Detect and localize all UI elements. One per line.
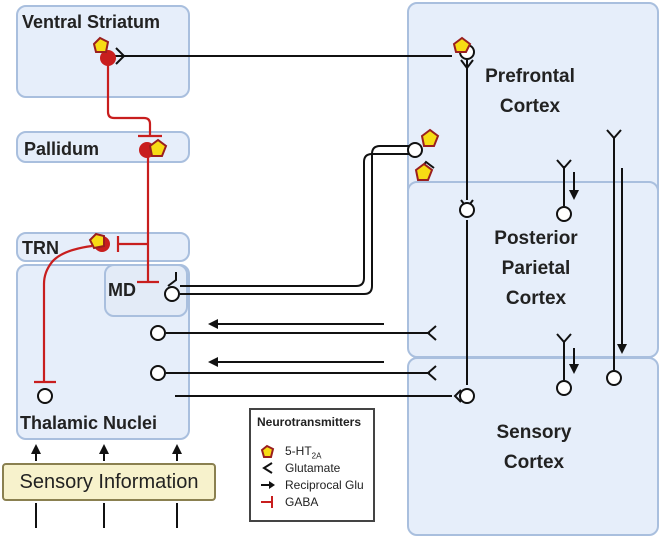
sensory-cortex-region — [407, 357, 659, 536]
legend-glutamate-label: Glutamate — [285, 461, 341, 475]
legend-item-glutamate: Glutamate — [259, 460, 340, 476]
sensory-information-box: Sensory Information — [2, 463, 216, 501]
md-to-prefrontal-path-outer — [180, 145, 410, 295]
parietal-label-line-2: Parietal — [501, 258, 571, 279]
legend-item-gaba: GABA — [259, 494, 318, 510]
striatum-glutamate-terminal — [115, 47, 126, 65]
prefrontal-cortex-label: Prefrontal Cortex — [468, 62, 592, 122]
5ht2a-receptor-icon — [260, 444, 275, 458]
striatum-receptor — [92, 36, 110, 53]
prefrontal-receptor-2 — [420, 128, 440, 147]
prefrontal-cortex-region — [407, 2, 659, 202]
legend-title: Neurotransmitters — [257, 415, 362, 429]
posterior-parietal-cortex-region — [407, 181, 659, 358]
thalamus-soma-3 — [37, 388, 53, 404]
prefrontal-label-line-2: Cortex — [499, 96, 561, 117]
md-label: MD — [108, 280, 136, 300]
legend-item-5ht2a: 5-HT2A — [259, 444, 321, 460]
pallidum-receptor — [148, 138, 168, 157]
parietal-label-line-3: Cortex — [505, 288, 567, 309]
sensory-cortex-label: Sensory Cortex — [472, 418, 596, 478]
striatum-to-pallidum-path — [106, 58, 152, 136]
legend-5ht2a-label: 5-HT2A — [285, 443, 322, 461]
legend-item-reciprocal-glu: Reciprocal Glu — [259, 477, 364, 493]
prefrontal-receptor — [452, 36, 472, 53]
prefrontal-receptor-3 — [414, 162, 434, 181]
gaba-cells — [94, 50, 155, 252]
thalamic-nuclei-label: Thalamic Nuclei — [20, 413, 158, 433]
gaba-terminal-icon — [261, 496, 273, 508]
striatum-gaba-cell — [100, 50, 116, 66]
thalamus-soma-1 — [150, 325, 166, 341]
sensory-label-line-2: Cortex — [503, 452, 565, 473]
prefrontal-parietal-soma — [459, 202, 475, 218]
prefrontal-label-line-1: Prefrontal — [485, 66, 575, 87]
prefrontal-md-soma — [407, 142, 423, 158]
md-soma — [164, 286, 180, 302]
posterior-parietal-cortex-label: Posterior Parietal Cortex — [474, 224, 598, 314]
reciprocal-arrow-icon — [261, 481, 275, 489]
ventral-striatum-label: Ventral Striatum — [22, 12, 161, 32]
legend-gaba-label: GABA — [285, 495, 319, 509]
trn-label: TRN — [22, 238, 59, 258]
sensory-label-line-1: Sensory — [496, 422, 572, 443]
trn-to-thalamus-path — [42, 244, 93, 382]
md-glutamate-terminal — [167, 272, 177, 287]
parietal-soma — [556, 206, 572, 222]
md-to-prefrontal-path-inner — [180, 153, 410, 287]
sensory-relay-soma — [459, 388, 475, 404]
thalamus-soma-2 — [150, 365, 166, 381]
legend: Neurotransmitters 5-HT2A Glutamate Recip… — [249, 408, 375, 522]
arrowheads — [31, 190, 627, 454]
pallidum-label: Pallidum — [24, 139, 100, 159]
trn-receptor — [88, 232, 105, 250]
5ht2a-receptors — [88, 36, 472, 250]
glutamate-synapse-icon — [262, 462, 273, 474]
gaba-pathways — [34, 58, 162, 384]
glutamate-pathways — [35, 47, 623, 528]
long-pyramidal-soma — [606, 370, 622, 386]
sensory-soma — [556, 380, 572, 396]
legend-reciprocal-glu-label: Reciprocal Glu — [285, 478, 364, 492]
parietal-label-line-1: Posterior — [494, 228, 578, 249]
